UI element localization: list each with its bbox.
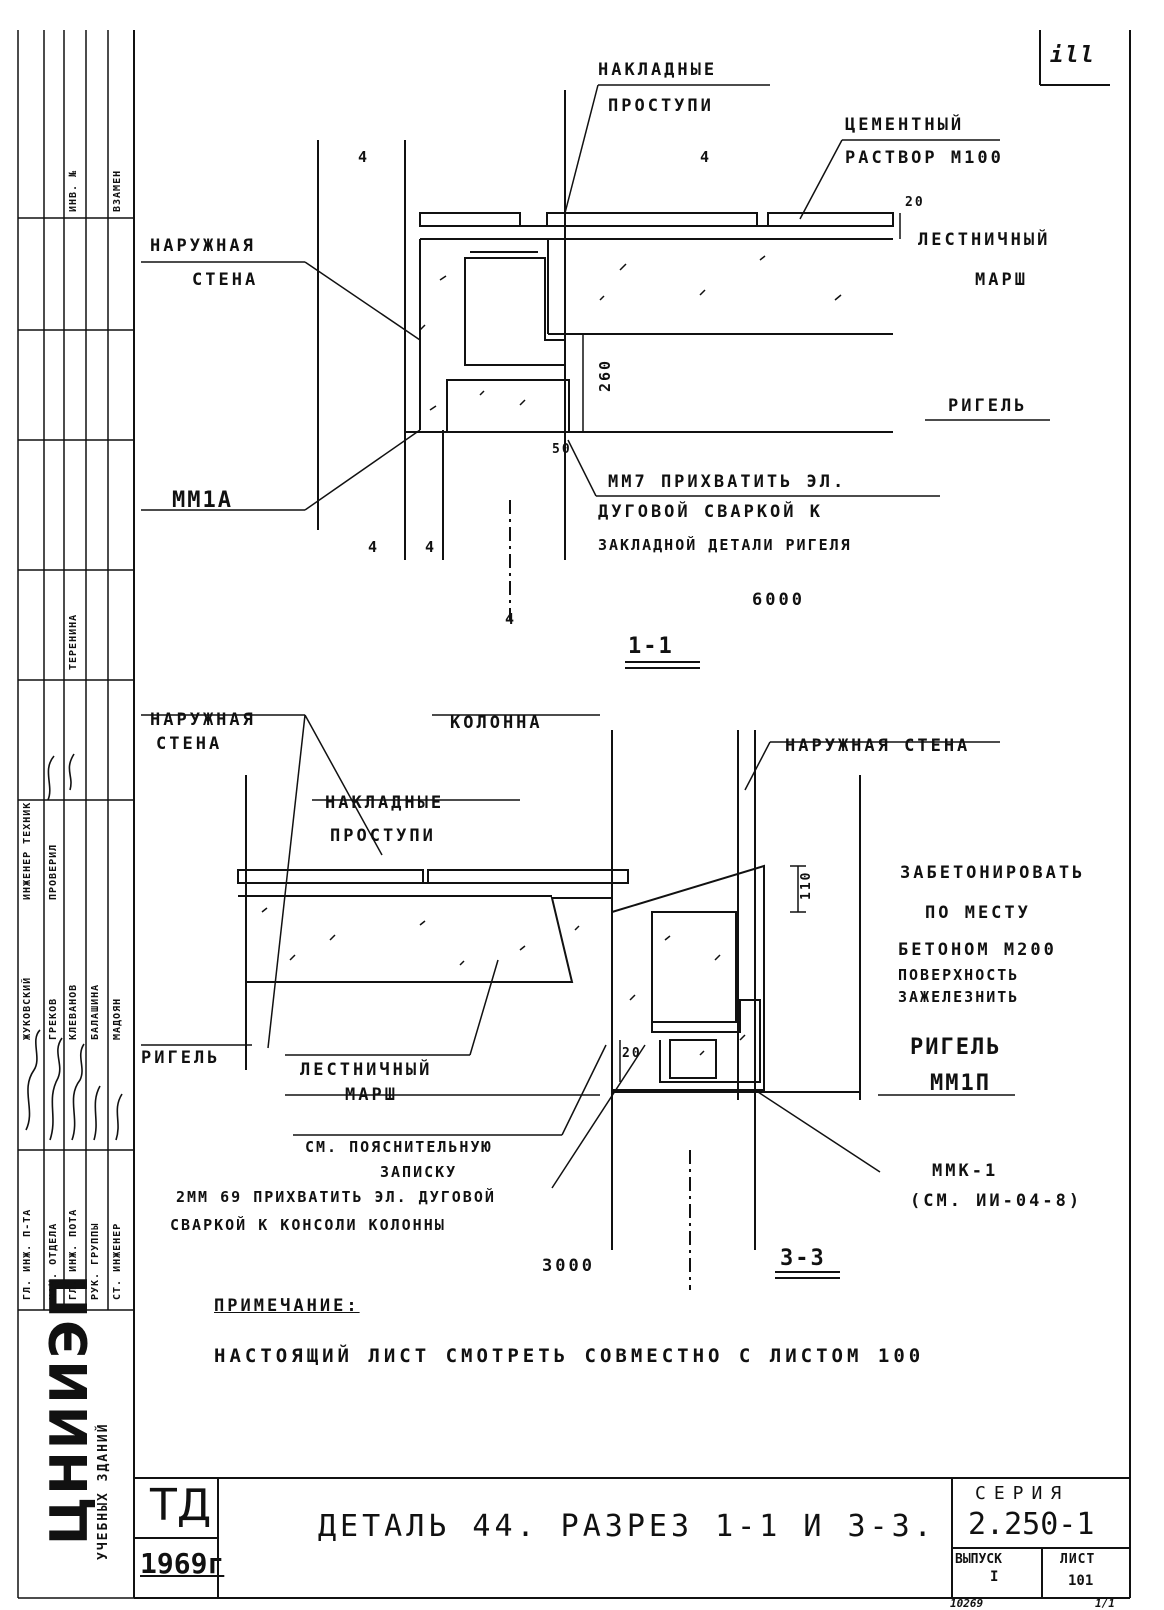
dim-260: 260 bbox=[596, 358, 614, 392]
concrete-note-line2: ПО МЕСТУ bbox=[925, 903, 1031, 923]
stamp-role-1: ГЛ. ИНЖ. П-ТА bbox=[22, 1208, 33, 1300]
weld-note-line1: ММ7 ПРИХВАТИТЬ ЭЛ. bbox=[608, 472, 847, 492]
overlay-treads-label-line2: ПРОСТУПИ bbox=[608, 96, 714, 116]
section-1-1-geometry bbox=[141, 84, 1050, 669]
concrete-note-line3: БЕТОНОМ М200 bbox=[898, 940, 1057, 960]
stair-flight-label-line2: МАРШ bbox=[975, 270, 1028, 290]
side-stamp-grid bbox=[17, 30, 134, 1599]
overlay-treads-3-3-line1: НАКЛАДНЫЕ bbox=[325, 793, 445, 813]
stair-flight-label-line1: ЛЕСТНИЧНЫЙ bbox=[918, 230, 1051, 250]
axis-mark-3: 4 bbox=[368, 538, 380, 556]
stamp-role-4: РУК. ГРУППЫ bbox=[90, 1222, 101, 1300]
stamp-role-2: НАЧ. ОТДЕЛА bbox=[48, 1222, 59, 1300]
series-number: 2.250-1 bbox=[968, 1507, 1095, 1542]
axis-mark-1: 4 bbox=[358, 148, 370, 166]
outer-wall-label-line2: СТЕНА bbox=[192, 270, 259, 290]
footer-right: 1/1 bbox=[1095, 1597, 1115, 1610]
beam-label: РИГЕЛЬ bbox=[948, 396, 1028, 416]
sheet-mark: ill bbox=[1050, 43, 1096, 68]
column-label: КОЛОННА bbox=[450, 713, 543, 733]
outer-wall-right-label: НАРУЖНАЯ СТЕНА bbox=[785, 736, 971, 756]
overlay-treads-label-line1: НАКЛАДНЫЕ bbox=[598, 60, 718, 80]
span-3000: 3000 bbox=[542, 1256, 595, 1276]
stamp-col-inv: ИНВ. № bbox=[68, 169, 79, 212]
dim-20-lower: 20 bbox=[622, 1046, 642, 1061]
note-text: НАСТОЯЩИЙ ЛИСТ СМОТРЕТЬ СОВМЕСТНО С ЛИСТ… bbox=[214, 1345, 925, 1367]
stamp-name-6: ТЕРЕНИНА bbox=[68, 613, 79, 670]
outer-wall-label-line1: НАРУЖНАЯ bbox=[150, 236, 256, 256]
stamp-role-5: СТ. ИНЖЕНЕР bbox=[112, 1222, 123, 1300]
axis-mark-4: 4 bbox=[425, 538, 437, 556]
signatures bbox=[25, 753, 123, 1141]
year-mark: 1969г bbox=[140, 1547, 225, 1580]
weld-note-3-3-line2: СВАРКОЙ К КОНСОЛИ КОЛОННЫ bbox=[170, 1216, 446, 1234]
weld-note-3-3-line1: 2ММ 69 ПРИХВАТИТЬ ЭЛ. ДУГОВОЙ bbox=[176, 1188, 496, 1206]
org-subtitle: УЧЕБНЫХ ЗДАНИЙ bbox=[96, 1422, 111, 1560]
frame-lines bbox=[133, 30, 1131, 1599]
stamp-role-3: ГЛ. ИНЖ. ПОТА bbox=[68, 1208, 79, 1300]
title-block-lines bbox=[134, 1477, 1130, 1598]
sheet-label: ЛИСТ bbox=[1060, 1552, 1096, 1567]
section-1-1-title: 1-1 bbox=[628, 634, 674, 659]
section-3-3-title: 3-3 bbox=[780, 1246, 826, 1271]
mmk-label-line1: ММК-1 bbox=[932, 1161, 999, 1181]
see-note-line2: ЗАПИСКУ bbox=[380, 1163, 458, 1181]
concrete-note-line1: ЗАБЕТОНИРОВАТЬ bbox=[900, 863, 1086, 883]
concrete-note-line4: ПОВЕРХНОСТЬ bbox=[898, 966, 1020, 984]
mmk-label-line2: (СМ. ИИ-04-8) bbox=[910, 1191, 1083, 1211]
stamp-col-replace: ВЗАМЕН bbox=[112, 169, 123, 212]
beam-left-label: РИГЕЛЬ bbox=[141, 1048, 221, 1068]
dim-110: 110 bbox=[799, 870, 814, 900]
drawing-title: ДЕТАЛЬ 44. РАЗРЕЗ 1-1 И 3-3. bbox=[318, 1509, 936, 1544]
stair-flight-3-3-line1: ЛЕСТНИЧНЫЙ bbox=[300, 1060, 433, 1080]
dim-50: 50 bbox=[552, 442, 572, 457]
axis-mark-2: 4 bbox=[700, 148, 712, 166]
footer-code: 10269 bbox=[950, 1597, 984, 1610]
beam-right-label: РИГЕЛЬ bbox=[910, 1035, 1002, 1060]
series-label: СЕРИЯ bbox=[975, 1483, 1070, 1504]
outer-wall-left-line2: СТЕНА bbox=[156, 734, 223, 754]
sheet-number: 101 bbox=[1068, 1573, 1094, 1589]
mm-mark-1-1: ММ1А bbox=[172, 488, 233, 513]
span-6000: 6000 bbox=[752, 590, 805, 610]
overlay-treads-3-3-line2: ПРОСТУПИ bbox=[330, 826, 436, 846]
concrete-note-line5: ЗАЖЕЛЕЗНИТЬ bbox=[898, 988, 1020, 1006]
weld-note-line2: ДУГОВОЙ СВАРКОЙ К bbox=[598, 502, 823, 522]
see-note-line1: СМ. ПОЯСНИТЕЛЬНУЮ bbox=[305, 1138, 493, 1156]
issue-label: ВЫПУСК bbox=[955, 1552, 1002, 1567]
org-name: ЦНИИЭП bbox=[40, 1272, 100, 1545]
axis-mark-5: 4 bbox=[505, 610, 517, 628]
cement-mortar-label-line2: РАСТВОР М100 bbox=[845, 148, 1004, 168]
dim-20-upper: 20 bbox=[905, 195, 925, 210]
weld-note-line3: ЗАКЛАДНОЙ ДЕТАЛИ РИГЕЛЯ bbox=[598, 536, 852, 554]
td-mark: ТД bbox=[150, 1480, 212, 1531]
note-heading: ПРИМЕЧАНИЕ: bbox=[214, 1296, 360, 1316]
outer-wall-left-line1: НАРУЖНАЯ bbox=[150, 710, 256, 730]
stair-flight-3-3-line2: МАРШ bbox=[345, 1085, 398, 1105]
issue-number: I bbox=[990, 1569, 999, 1585]
cement-mortar-label-line1: ЦЕМЕНТНЫЙ bbox=[845, 115, 965, 135]
section-3-3-geometry bbox=[141, 714, 1015, 1290]
mm-mark-3-3: ММ1П bbox=[930, 1071, 991, 1096]
